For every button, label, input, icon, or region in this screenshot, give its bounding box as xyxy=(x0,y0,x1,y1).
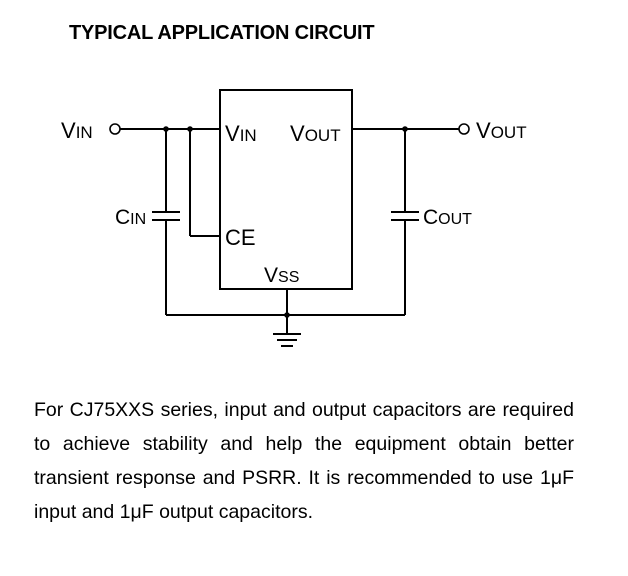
pin-ce-label: CE xyxy=(225,225,256,250)
vout-terminal-label: VOUT xyxy=(476,118,527,143)
section-heading: TYPICAL APPLICATION CIRCUIT xyxy=(69,22,375,44)
pin-vout-label: VOUT xyxy=(290,121,341,146)
pin-vss-label: VSS xyxy=(264,264,299,287)
cin-label: CIN xyxy=(115,206,146,229)
application-circuit-diagram: VIN VOUT CIN COUT VIN VOUT CE VSS xyxy=(61,89,527,347)
regulator-ic-body xyxy=(219,89,353,290)
junction-dot-ground xyxy=(284,312,290,318)
junction-dot-cin xyxy=(163,126,169,132)
junction-dot-ce xyxy=(187,126,193,132)
output-terminal xyxy=(458,123,470,135)
junction-dot-cout xyxy=(402,126,408,132)
input-terminal xyxy=(109,123,121,135)
vin-terminal-label: VIN xyxy=(61,118,93,143)
description-paragraph: For CJ75XXS series, input and output cap… xyxy=(34,398,574,523)
pin-vin-label: VIN xyxy=(225,121,257,146)
cout-label: COUT xyxy=(423,206,472,229)
